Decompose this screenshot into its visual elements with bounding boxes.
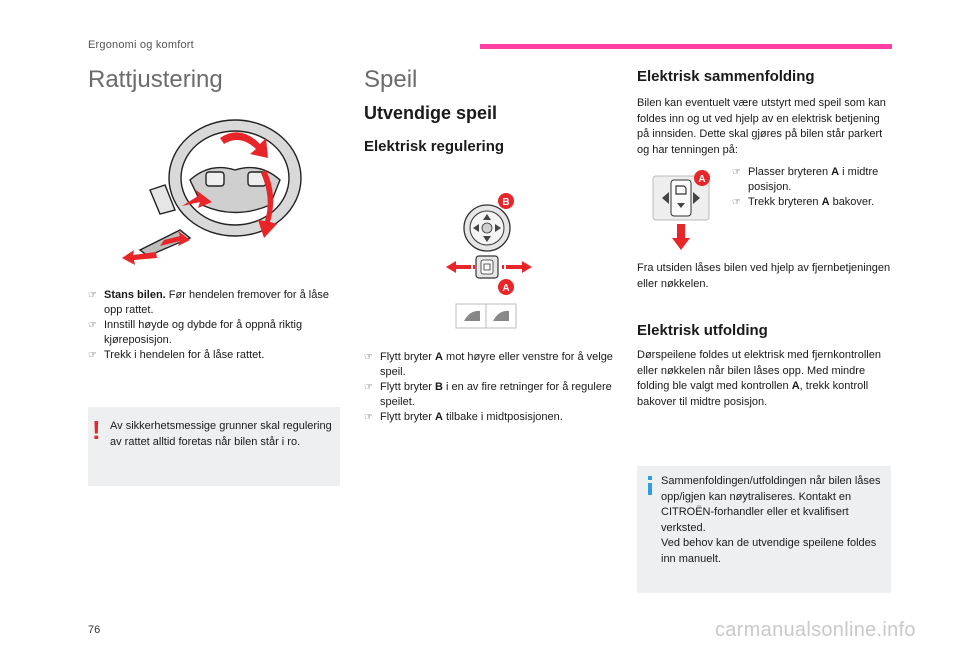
steering-warning: ! Av sikkerhetsmessige grunner skal regu… bbox=[88, 407, 340, 486]
warning-icon: ! bbox=[92, 415, 101, 445]
outside-lock-text: Fra utsiden låses bilen ved hjelp av fje… bbox=[637, 262, 891, 290]
folding-info: Sammenfoldingen/utfoldingen når bilen lå… bbox=[637, 466, 891, 593]
folding-step: ☞Trekk bryteren A bakover. bbox=[732, 196, 875, 208]
steering-steps: ☞Stans bilen. Før hendelen fremover for … bbox=[88, 288, 340, 363]
chapter-accent-bar bbox=[480, 44, 892, 49]
warning-text: Av sikkerhetsmessige grunner skal regule… bbox=[110, 420, 332, 448]
pointing-finger-icon: ☞ bbox=[364, 352, 373, 363]
info-icon bbox=[648, 476, 652, 495]
pointing-finger-icon: ☞ bbox=[88, 290, 97, 301]
mirror-step: ☞Flytt bryter A tilbake i midtposisjonen… bbox=[364, 411, 563, 423]
steering-wheel-illustration bbox=[122, 119, 302, 265]
pointing-finger-icon: ☞ bbox=[732, 167, 741, 178]
steering-title: Rattjustering bbox=[88, 66, 223, 93]
unfold-text: Dørspeilene foldes ut elektrisk med fjer… bbox=[637, 349, 881, 408]
steering-step: ☞Innstill høyde og dybde for å oppnå rik… bbox=[88, 319, 303, 346]
page-number: 76 bbox=[88, 624, 101, 636]
folding-steps: ☞Plasser bryteren A i midtre posisjon. ☞… bbox=[732, 165, 892, 210]
pointing-finger-icon: ☞ bbox=[364, 412, 373, 423]
chapter-title: Ergonomi og komfort bbox=[88, 39, 194, 51]
folding-intro: Bilen kan eventuelt være utstyrt med spe… bbox=[637, 97, 886, 156]
pointing-finger-icon: ☞ bbox=[732, 197, 741, 208]
fold-switch-diagram: A bbox=[652, 170, 710, 250]
mirrors-title: Speil bbox=[364, 66, 418, 93]
folding-step: ☞Plasser bryteren A i midtre posisjon. bbox=[732, 166, 879, 193]
mirrors-subtitle: Utvendige speil bbox=[364, 103, 498, 123]
label-b: B bbox=[502, 197, 509, 208]
pointing-finger-icon: ☞ bbox=[88, 320, 97, 331]
unfold-title: Elektrisk utfolding bbox=[637, 322, 768, 339]
mirror-control-diagram: B A bbox=[446, 193, 532, 329]
steering-step: ☞Stans bilen. Før hendelen fremover for … bbox=[88, 289, 329, 316]
fold-label-a: A bbox=[698, 174, 705, 185]
mirror-adjust-steps: ☞Flytt bryter A mot høyre eller venstre … bbox=[364, 350, 616, 425]
pointing-finger-icon: ☞ bbox=[364, 382, 373, 393]
mirror-step: ☞Flytt bryter B i en av fire retninger f… bbox=[364, 381, 612, 408]
mirror-step: ☞Flytt bryter A mot høyre eller venstre … bbox=[364, 351, 613, 378]
info-text: Sammenfoldingen/utfoldingen når bilen lå… bbox=[661, 475, 881, 565]
label-a: A bbox=[502, 283, 509, 294]
electric-adjust-heading: Elektrisk regulering bbox=[364, 138, 505, 155]
watermark: carmanualsonline.info bbox=[715, 619, 916, 641]
folding-title: Elektrisk sammenfolding bbox=[637, 68, 815, 85]
steering-step: ☞Trekk i hendelen for å låse rattet. bbox=[88, 349, 265, 361]
pointing-finger-icon: ☞ bbox=[88, 350, 97, 361]
